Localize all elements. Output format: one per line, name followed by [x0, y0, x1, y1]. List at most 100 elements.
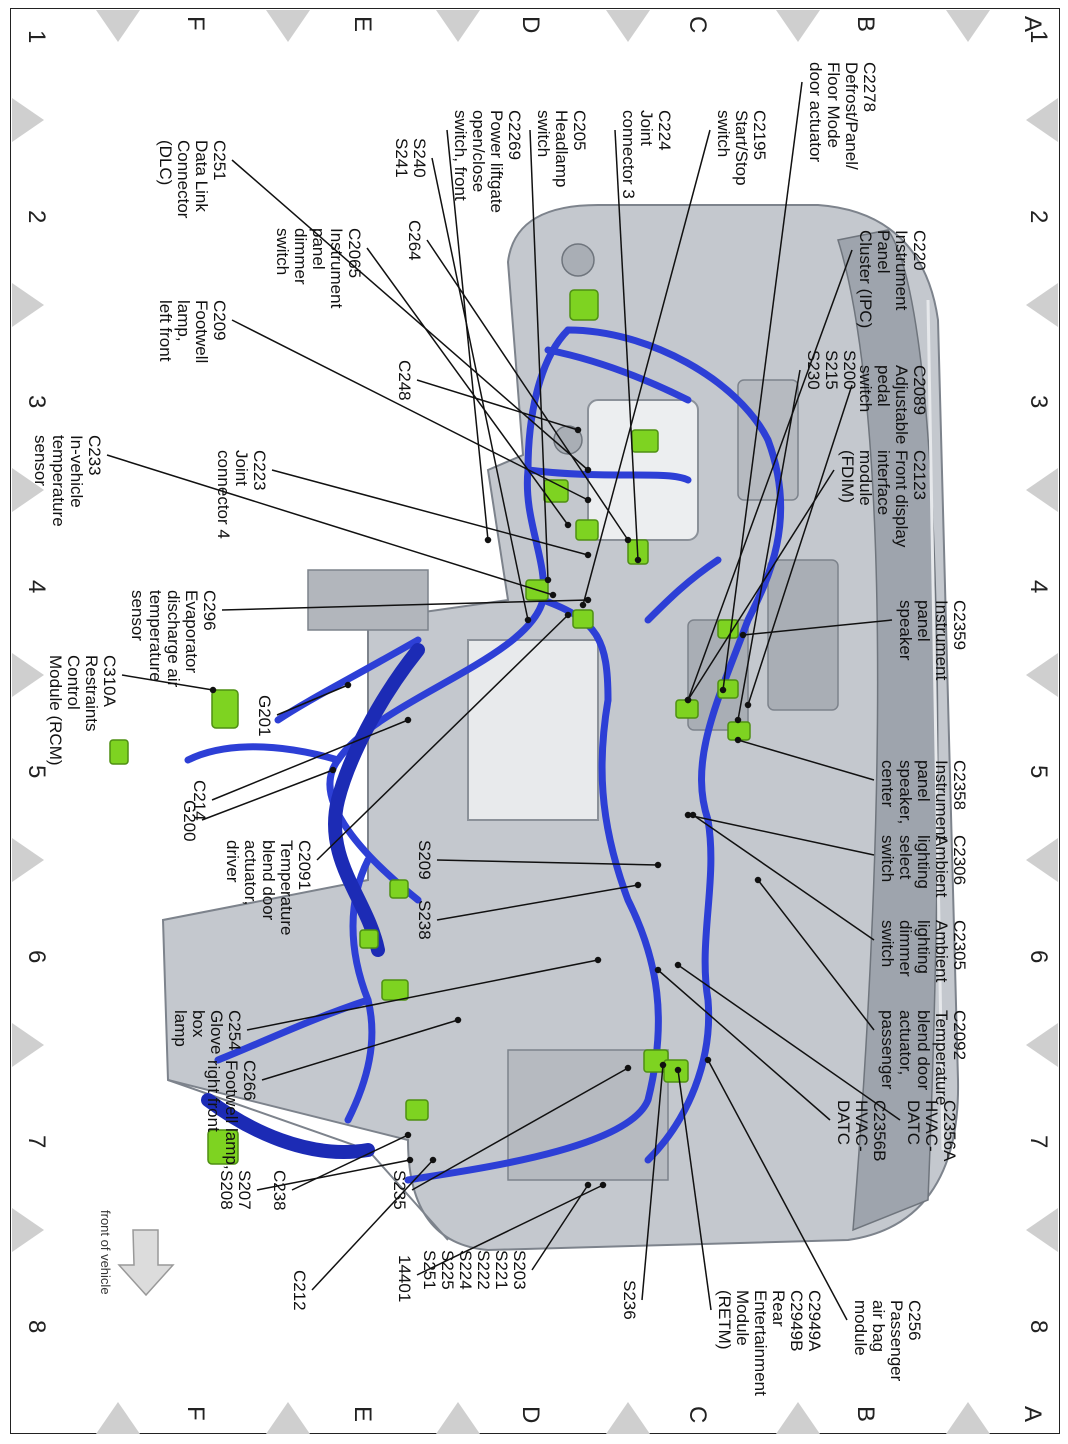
grid-col-bottom-1: 1 [23, 30, 50, 44]
callout-s203: S203 S221 S222 S224 S225 S251 [420, 1250, 529, 1290]
leader-c2305 [692, 814, 875, 941]
callout-c2359: C2359 Instrument panel speaker [896, 600, 969, 681]
leader-tip-c2356a [674, 961, 682, 969]
leader-tip-c233 [549, 591, 557, 599]
callout-c2065: C2065 Instrument panel dimmer switch [273, 228, 364, 309]
leader-h14401 [416, 1184, 604, 1276]
leader-c248 [416, 379, 579, 431]
leader-tip-c2269 [484, 536, 492, 544]
edge-marker-right-4 [266, 1402, 310, 1434]
grid-col-top-6: 6 [1025, 950, 1052, 964]
edge-marker-top-6 [1026, 1208, 1058, 1252]
leader-tip-s238 [634, 881, 642, 889]
callout-c223: C223 Joint connector 4 [214, 450, 269, 539]
edge-marker-right-1 [776, 1402, 820, 1434]
leader-s240 [431, 157, 529, 621]
leader-tip-g200 [329, 766, 337, 774]
grid-col-bottom-8: 8 [23, 1320, 50, 1334]
grid-row-right-E: E [349, 1406, 376, 1423]
leader-tip-c209 [584, 496, 592, 504]
callout-c266: C266 Footwell lamp, right front [204, 1060, 259, 1170]
leader-tip-c205 [544, 576, 552, 584]
callout-c224: C224 Joint connector 3 [619, 110, 674, 199]
leader-s203 [531, 1184, 589, 1271]
edge-marker-right-3 [436, 1402, 480, 1434]
leader-tip-c2949 [674, 1066, 682, 1074]
leader-c223 [271, 469, 589, 556]
leader-tip-s203 [584, 1181, 592, 1189]
leader-c2356a [677, 964, 901, 1121]
leader-tip-c223 [584, 551, 592, 559]
edge-marker-left-4 [266, 10, 310, 42]
edge-marker-bottom-4 [12, 838, 44, 882]
grid-col-bottom-4: 4 [23, 580, 50, 594]
leader-c2356b [657, 969, 831, 1121]
callout-c2195: C2195 Start/Stop switch [714, 110, 769, 186]
callout-c2306: C2306 Ambient lighting select switch [878, 835, 969, 898]
grid-row-left-B: B [852, 16, 879, 33]
leader-c2091 [316, 614, 569, 861]
edge-marker-left-3 [436, 10, 480, 42]
leader-tip-s209 [654, 861, 662, 869]
front-of-vehicle-note: front of vehicle [98, 1210, 113, 1295]
leader-tip-s240 [524, 616, 532, 624]
leader-c2949 [677, 1069, 712, 1311]
edge-marker-left-2 [606, 10, 650, 42]
edge-marker-bottom-6 [12, 1208, 44, 1252]
callout-c2269: C2269 Power liftgate open/close switch, … [451, 110, 524, 213]
edge-marker-bottom-2 [12, 468, 44, 512]
leader-tip-c2092 [754, 876, 762, 884]
leader-c212 [311, 1159, 434, 1291]
edge-marker-top-1 [1026, 283, 1058, 327]
edge-marker-bottom-3 [12, 653, 44, 697]
leader-c233 [106, 454, 554, 596]
leader-tip-c310a [209, 686, 217, 694]
callout-s207: S207 S208 [217, 1170, 254, 1210]
leader-tip-c2089 [744, 701, 752, 709]
leader-s207 [256, 1159, 411, 1191]
leader-c2306 [687, 814, 875, 856]
grid-row-right-B: B [852, 1406, 879, 1423]
edge-marker-bottom-0 [12, 98, 44, 142]
grid-col-top-7: 7 [1025, 1135, 1052, 1149]
grid-col-bottom-3: 3 [23, 395, 50, 409]
callout-g200: G200 [180, 800, 199, 842]
leader-tip-s200 [734, 716, 742, 724]
callout-c310a: C310A Restraints Control Module (RCM) [46, 655, 119, 766]
leader-tip-c214 [404, 716, 412, 724]
grid-row-left-F: F [182, 16, 209, 31]
callout-c205: C205 Headlamp switch [534, 110, 589, 188]
callout-s238: S238 [415, 900, 434, 940]
edge-marker-right-5 [96, 1402, 140, 1434]
grid-col-top-4: 4 [1025, 580, 1052, 594]
leader-c264 [426, 239, 629, 541]
leader-c224 [614, 129, 639, 561]
grid-col-top-8: 8 [1025, 1320, 1052, 1334]
leader-c2278 [722, 81, 803, 691]
leader-tip-c256 [704, 1056, 712, 1064]
callout-c256: C256 Passenger air bag module [851, 1300, 924, 1382]
leader-c296 [221, 599, 589, 611]
leader-s209 [436, 859, 659, 866]
leader-tip-c2065 [564, 521, 572, 529]
leader-c2089 [747, 384, 853, 706]
callout-c296: C296 Evaporator discharge air temperatur… [128, 590, 219, 688]
callout-c2305: C2305 Ambient lighting dimmer switch [878, 920, 969, 983]
grid-col-bottom-2: 2 [23, 210, 50, 224]
callout-c2278: C2278 Defrost/Panel/ Floor Mode door act… [806, 62, 879, 170]
leader-s238 [436, 884, 639, 921]
leader-c251 [231, 159, 589, 471]
leader-tip-s236 [659, 1061, 667, 1069]
callout-c2091: C2091 Temperature blend door actuator, d… [223, 840, 314, 936]
leader-c2195 [582, 129, 711, 606]
callout-s209: S209 [415, 840, 434, 880]
leader-c214 [211, 719, 409, 801]
callout-c2356b: C2356B HVAC- DATC [834, 1100, 889, 1162]
edge-marker-right-0 [946, 1402, 990, 1434]
leader-c2092 [757, 879, 875, 1031]
callout-c212: C212 [290, 1270, 309, 1311]
edge-marker-top-5 [1026, 1023, 1058, 1067]
